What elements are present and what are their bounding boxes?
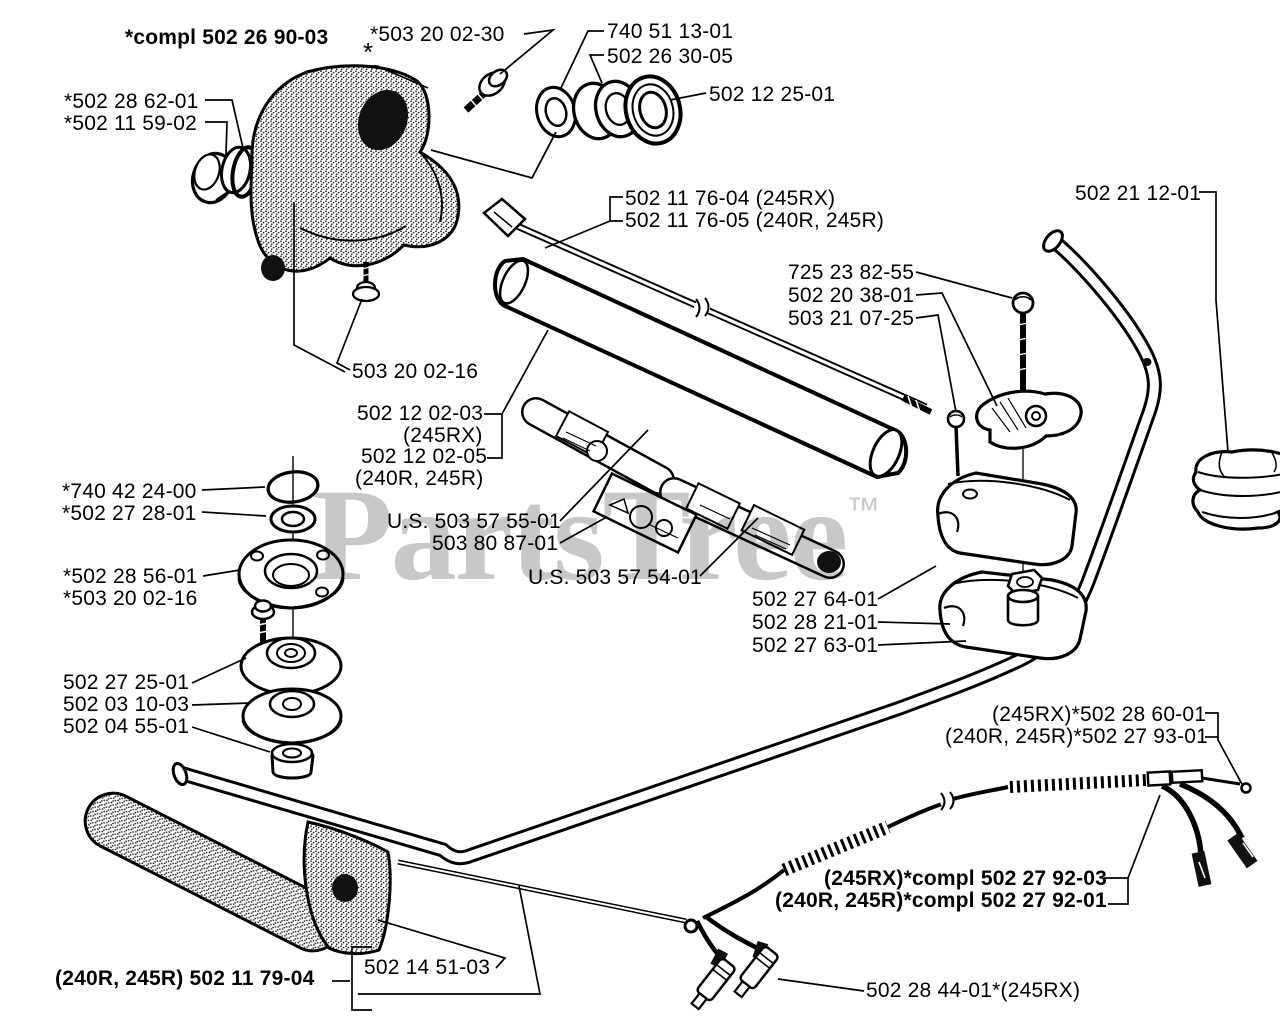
label-502-12-25-01: 502 12 25-01 [709,83,836,106]
handlebar-tube [171,229,1162,866]
label-725-23-82-55: 725 23 82-55 [788,261,915,284]
leader-lines [191,28,1244,1011]
label-compl-502-27-92-03: (245RX)*compl 502 27 92-03 [824,867,1108,890]
label-502-27-28-01: *502 27 28-01 [62,502,197,525]
label-us-503-57-55-01: U.S. 503 57 55-01 [387,510,561,533]
label-740-51-13-01: 740 51 13-01 [607,20,734,43]
label-503-20-02-30: *503 20 02-30 [370,23,505,46]
clamp-screw [946,409,966,477]
throttle-clamp-piece [1191,448,1280,531]
o-ring [266,470,320,504]
label-502-12-02-03: 502 12 02-03 [357,402,484,425]
handlebar-end-cap [1042,229,1064,253]
washer [269,504,317,534]
label-502-11-76-04: 502 11 76-04 (245RX) [625,187,836,210]
clamp-nut [1006,568,1044,596]
label-502-27-64-01: 502 27 64-01 [752,588,879,611]
upper-clamp-plate [936,471,1078,567]
throttle-cable-assembly [397,768,1258,1011]
watermark-text: PartsTree [312,461,848,608]
label-502-11-59-02: *502 11 59-02 [64,112,197,135]
support-cup [241,687,343,745]
clamp-spacer [1006,588,1040,627]
label-503-21-07-25: 503 21 07-25 [788,307,915,330]
drive-shaft-tip [482,197,527,238]
shaft-tube-assembly [482,197,933,579]
label-502-21-12-01: 502 21 12-01 [1075,182,1202,205]
cable-eyelet [683,918,699,934]
drive-disc [239,636,343,696]
connector-sleeves [690,945,779,1011]
label-502-11-76-05: 502 11 76-05 (240R, 245R) [625,209,885,232]
label-502-12-02-05: 502 12 02-05 [361,445,488,468]
label-740-42-24-00: *740 42 24-00 [62,480,197,503]
label-502-27-25-01: 502 27 25-01 [63,671,190,694]
label-240r-245r: (240R, 245R) [355,467,484,490]
label-502-11-79-04: (240R, 245R) 502 11 79-04 [55,967,315,990]
lower-clamp-plate [938,568,1088,661]
clamp-bolt [1011,291,1035,390]
label-502-28-60-01: (245RX)*502 28 60-01 [992,703,1207,726]
label-245rx: (245RX) [403,424,483,447]
handlebar-left-end [171,761,189,787]
label-503-80-87-01: 503 80 87-01 [432,532,559,555]
cutter-head-stack [237,456,345,780]
wire-leads [1160,781,1258,887]
housing-screw [463,68,509,113]
label-502-14-51-03: 502 14 51-03 [364,956,491,979]
watermark-tm: ™ [846,491,881,529]
grease-screw [351,262,381,303]
label-503-20-02-16b: *503 20 02-16 [63,587,198,610]
label-502-28-56-01: *502 28 56-01 [63,565,198,588]
handlebar-bolt-hole [1142,358,1152,366]
handle-grip-assembly [83,791,392,956]
label-503-20-02-16: 503 20 02-16 [352,360,479,383]
partstree-watermark: PartsTree™ [312,444,880,601]
cable-coil-right [1009,774,1147,793]
label-asterisk-marker: * [363,37,374,67]
label-502-27-93-01: (240R, 245R)*502 27 93-01 [945,725,1209,748]
label-502-20-38-01: 502 20 38-01 [788,284,915,307]
handlebar-clamp-assembly [936,291,1088,661]
label-502-27-63-01: 502 27 63-01 [752,634,879,657]
label-502-04-55-01: 502 04 55-01 [63,715,190,738]
label-502-28-21-01: 502 28 21-01 [752,611,879,634]
bearing-cap [623,74,683,146]
lock-nut [270,742,315,780]
label-compl-502-27-92-01: (240R, 245R)*compl 502 27 92-01 [775,889,1107,912]
bearing-housing-assembly [190,64,683,303]
label-502-03-10-03: 502 03 10-03 [63,693,190,716]
wing-knob [975,389,1083,450]
warning-decal [591,471,699,555]
housing-washer [219,145,253,195]
label-502-26-30-05: 502 26 30-05 [607,45,734,68]
label-us-503-57-54-01: U.S. 503 57 54-01 [528,566,702,589]
label-502-28-62-01: *502 28 62-01 [64,90,199,113]
label-502-28-44-01: 502 28 44-01*(245RX) [866,979,1081,1002]
label-compl-502-26-90-03: *compl 502 26 90-03 [125,26,329,49]
flexible-drive-shaft [521,397,845,579]
cable-coil-left [781,820,891,877]
cable-end-fittings [1146,768,1252,794]
support-flange [237,538,345,610]
